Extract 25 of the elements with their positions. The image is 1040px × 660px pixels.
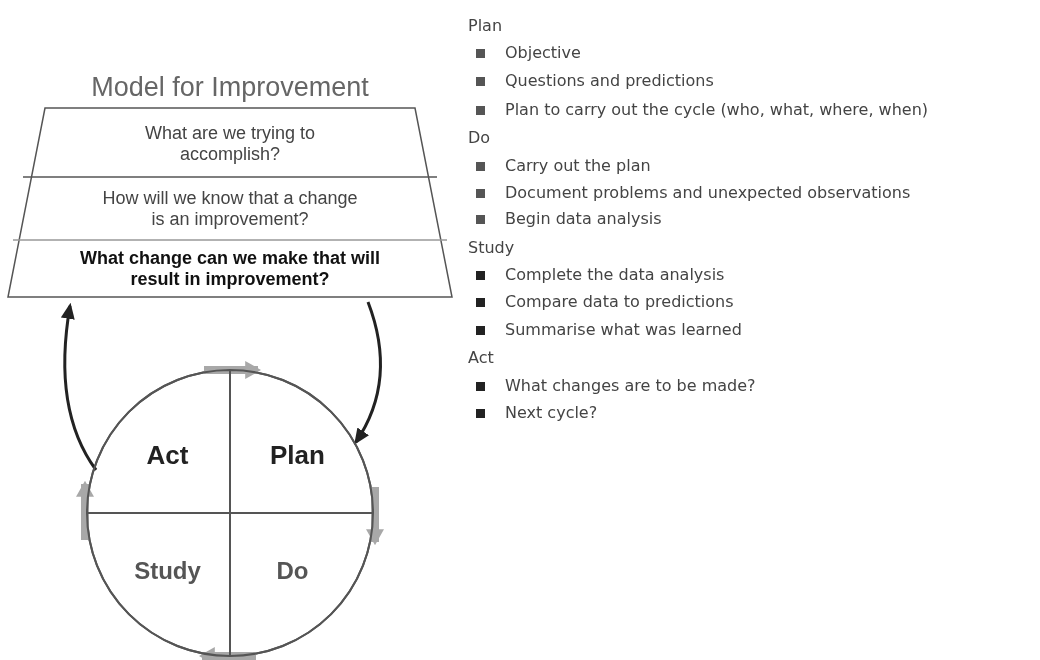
section-heading: Plan [468,16,503,35]
quadrant-label: Plan [270,445,325,466]
funnel-heading: Model for Improvement [90,72,370,103]
question-text: What change can we make that will result in improvement? [78,248,382,290]
bullet-text: Carry out the plan [505,156,651,175]
bullet-text: What changes are to be made? [505,376,756,395]
curved-arrow [61,302,98,471]
bullet-text: Summarise what was learned [505,320,742,339]
bullet-text: Document problems and unexpected observations [505,183,911,202]
section-heading: Do [468,128,491,147]
quadrant-label: Do [276,560,309,581]
question-text: How will we know that a change is an improvement? [101,188,359,230]
bullet-text: Complete the data analysis [505,265,725,284]
bullet-text: Objective [505,43,581,62]
bullet-text: Compare data to predictions [505,292,734,311]
bullet-text: Next cycle? [505,403,598,422]
cycle-arrow [198,647,256,660]
section-heading: Study [468,238,515,257]
curved-arrow [354,301,382,445]
bullet-text: Begin data analysis [505,209,662,228]
bullet-text: Questions and predictions [505,71,714,90]
question-text: What are we trying to accomplish? [143,123,317,165]
bullet-text: Plan to carry out the cycle (who, what, where, when) [505,100,929,119]
section-heading: Act [468,348,494,367]
quadrant-label: Act [146,445,189,466]
